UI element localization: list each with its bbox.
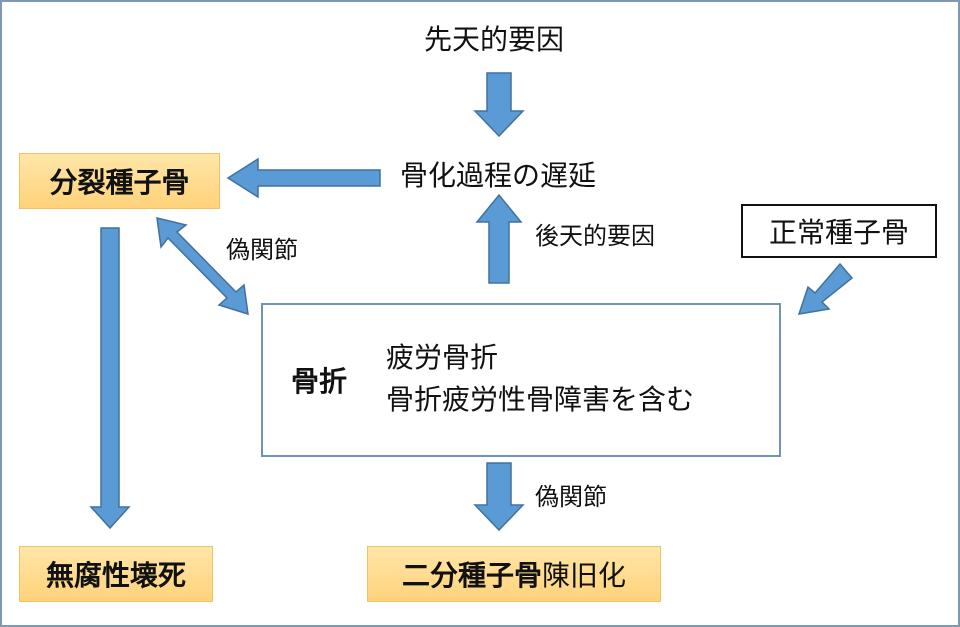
arrow-bipartite-to-necrosis bbox=[89, 227, 131, 530]
fracture-item-fatigue: 疲労骨折 bbox=[386, 341, 499, 374]
arrow-fracture-to-two-part bbox=[473, 462, 525, 532]
arrow-delay-to-bipartite bbox=[226, 157, 381, 199]
fracture-item-stress: 骨折疲労性骨障害を含む bbox=[386, 383, 695, 416]
avascular-necrosis-box: 無腐性壊死 bbox=[19, 546, 213, 602]
two-part-sesamoid-bold-label: 二分種子骨 bbox=[401, 559, 542, 592]
arrow-fracture-to-delay bbox=[475, 193, 523, 284]
ossification-delay-label: 骨化過程の遅延 bbox=[400, 159, 597, 192]
fracture-box bbox=[261, 303, 781, 457]
pseudarthrosis-bottom-label: 偽関節 bbox=[535, 483, 607, 511]
fracture-title: 骨折 bbox=[291, 365, 348, 398]
acquired-factor-label: 後天的要因 bbox=[535, 222, 655, 250]
arrow-bipartite-fracture-pseudarthrosis bbox=[156, 217, 249, 316]
bipartite-sesamoid-box: 分裂種子骨 bbox=[19, 153, 220, 209]
congenital-factor-label: 先天的要因 bbox=[424, 23, 565, 56]
arrow-congenital-to-delay bbox=[473, 72, 525, 138]
bipartite-sesamoid-label: 分裂種子骨 bbox=[49, 166, 190, 199]
arrow-normal-to-fracture bbox=[797, 262, 854, 315]
pseudarthrosis-left-label: 偽関節 bbox=[226, 236, 298, 264]
normal-sesamoid-box: 正常種子骨 bbox=[741, 204, 937, 258]
avascular-necrosis-label: 無腐性壊死 bbox=[45, 559, 186, 592]
two-part-sesamoid-box: 二分種子骨陳旧化 bbox=[367, 546, 661, 602]
normal-sesamoid-label: 正常種子骨 bbox=[768, 216, 909, 249]
two-part-sesamoid-old-label: 陳旧化 bbox=[542, 559, 627, 592]
